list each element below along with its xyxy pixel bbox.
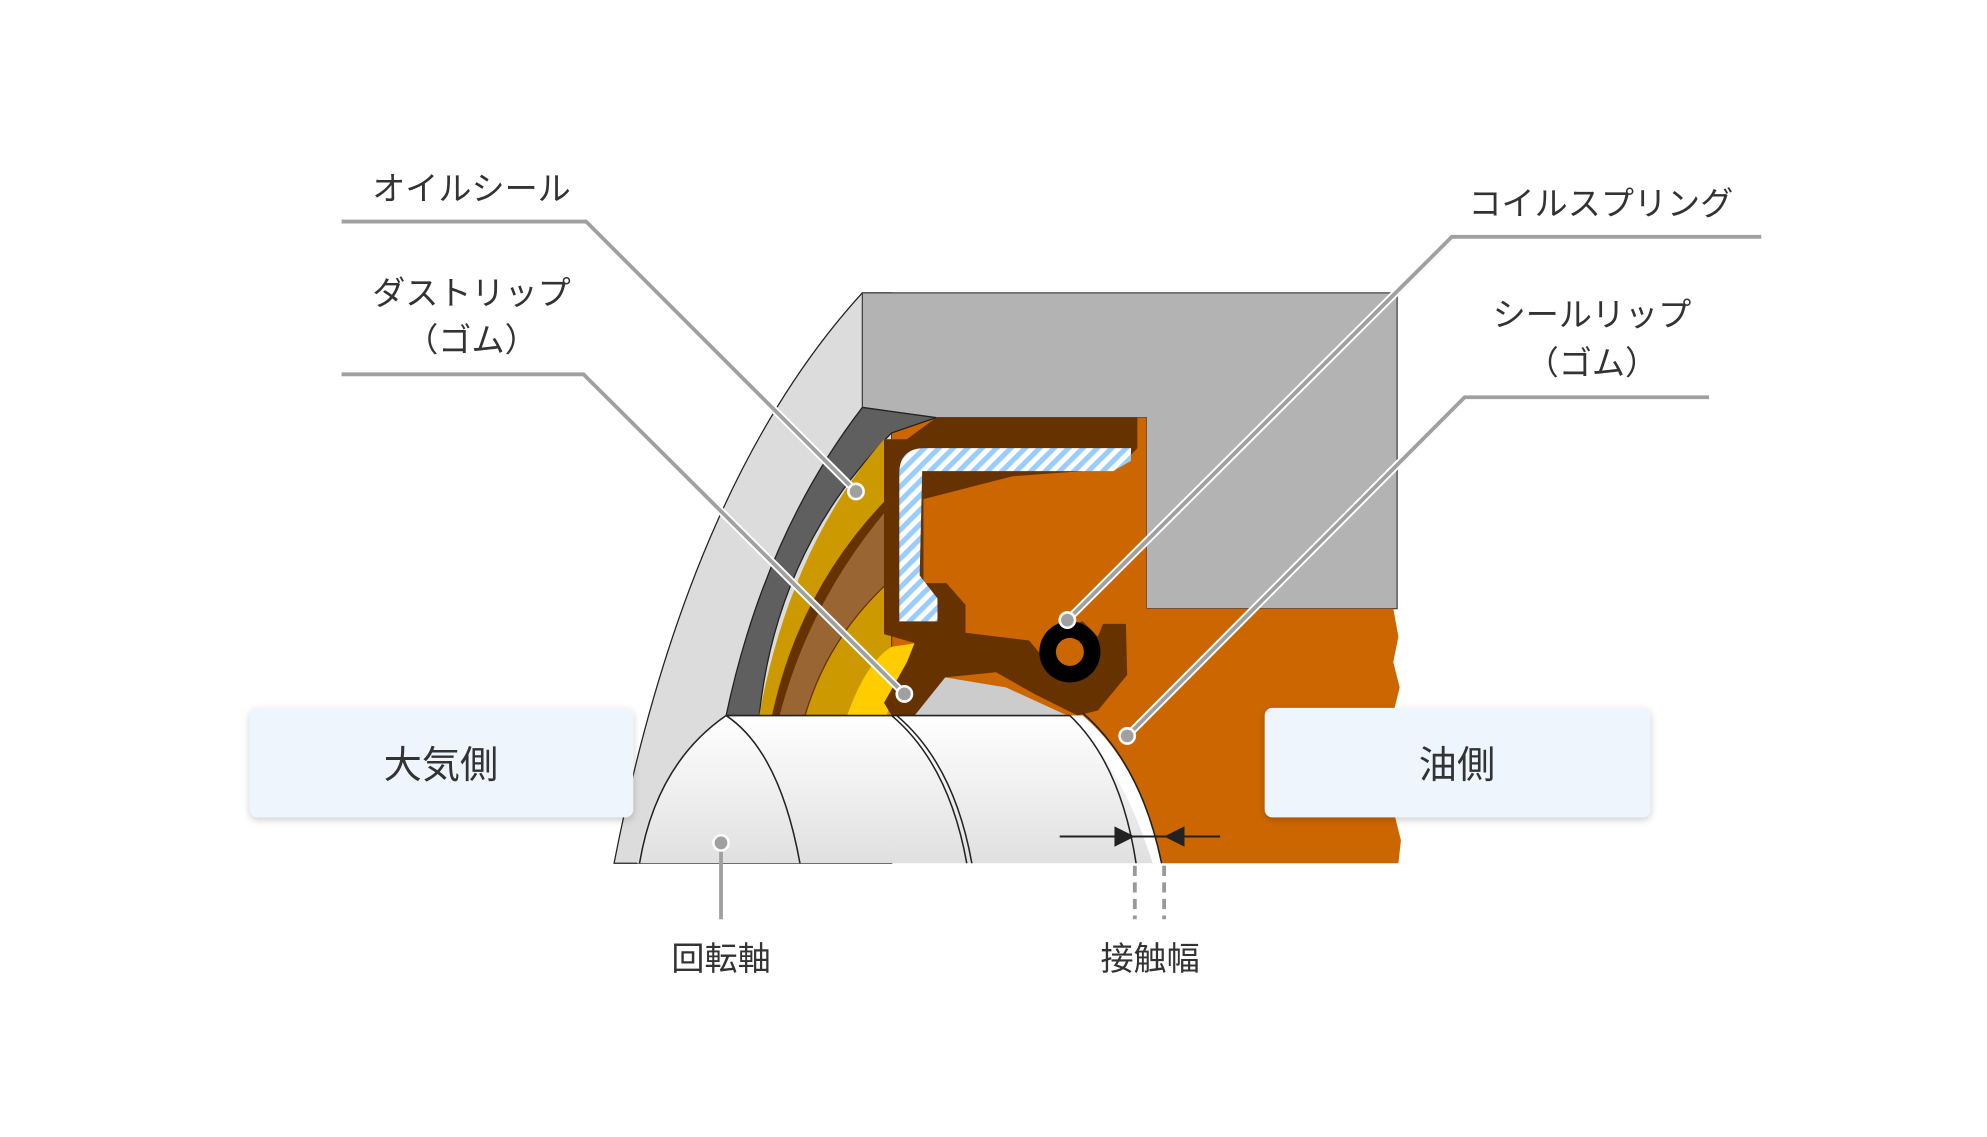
label-seal-lip: シールリップ [1493, 295, 1692, 334]
oil-side-label: 油側 [1419, 744, 1495, 788]
air-side-box: 大気側 [249, 707, 634, 818]
contact-width-dimension [1059, 826, 1221, 920]
label-dust-lip: ダストリップ [372, 273, 571, 312]
air-side-label: 大気側 [384, 744, 499, 788]
label-dust-lip-material: （ゴム） [405, 320, 537, 359]
metal-insert [899, 448, 1132, 622]
leader-seal-lip [1118, 393, 1710, 745]
label-seal-lip-material: （ゴム） [1526, 343, 1658, 382]
leader-dust-lip [341, 370, 914, 703]
rotating-shaft [636, 715, 1153, 864]
dust-lip [847, 642, 920, 716]
leader-shaft [712, 833, 730, 920]
leader-oil-seal [341, 217, 865, 501]
label-contact-width: 接触幅 [1100, 939, 1199, 978]
leader-coil-spring [1058, 233, 1762, 629]
label-oil-seal: オイルシール [372, 169, 571, 208]
lip-gap [914, 677, 1068, 716]
label-coil-spring: コイルスプリング [1468, 184, 1733, 223]
coil-spring-core [1055, 637, 1084, 666]
label-shaft: 回転軸 [671, 939, 770, 978]
oil-side-box: 油側 [1264, 707, 1651, 818]
shaft-lines [638, 712, 1163, 864]
